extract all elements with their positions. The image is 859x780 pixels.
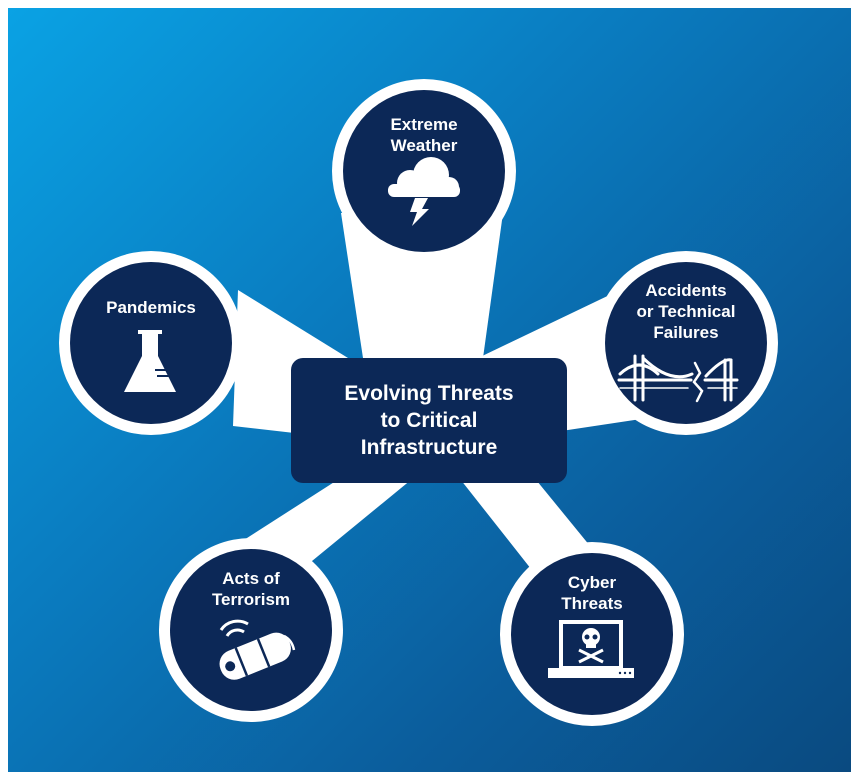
broken-bridge-icon: [617, 354, 739, 403]
storm-cloud-icon: [388, 157, 460, 226]
diagram-art: [59, 79, 778, 726]
node-label-pandemics: Pandemics: [106, 298, 196, 317]
node-label-accidents: Accidents or Technical Failures: [636, 281, 736, 342]
node-terrorism: [170, 549, 332, 711]
diagram-panel: Extreme Weather Accidents or Technical F…: [8, 8, 851, 772]
flask-icon: [124, 330, 176, 392]
laptop-skull-icon: [548, 620, 634, 678]
node-label-terrorism: Acts of Terrorism: [211, 569, 291, 609]
center-title: Evolving Threats to Critical Infrastruct…: [344, 382, 514, 459]
center-box: Evolving Threats to Critical Infrastruct…: [291, 358, 567, 483]
node-label-cyber: Cyber Threats: [561, 573, 623, 613]
node-label-extreme-weather: Extreme Weather: [390, 115, 458, 155]
bomb-icon: [219, 619, 296, 680]
